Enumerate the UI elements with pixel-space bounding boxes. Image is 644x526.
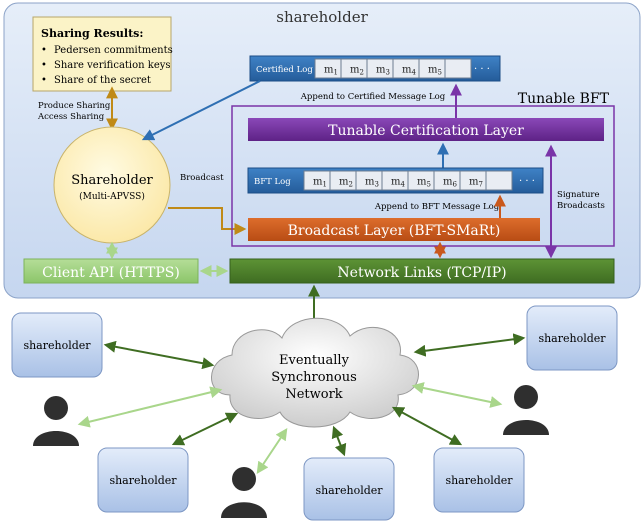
peer-shareholder [433, 447, 525, 513]
peer-shareholder [97, 447, 189, 513]
network-links-label: Network Links (TCP/IP) [337, 265, 506, 281]
certified-log-label: Certified Log [256, 65, 313, 75]
client-api [23, 258, 199, 284]
peer-link-arrow [171, 412, 239, 446]
bft-log-ellipsis: · · · [519, 176, 535, 187]
sharing-results-title: Sharing Results: [41, 27, 143, 40]
tunable-bft-title: Tunable BFT [518, 91, 610, 107]
broadcast-label: Broadcast [180, 173, 224, 183]
certified-log-cell-label: m3 [376, 65, 390, 77]
append-bft-label: Append to BFT Message Log [374, 202, 500, 212]
cloud-label-line2: Synchronous [271, 370, 357, 385]
peer-shareholder-label: shareholder [445, 474, 513, 487]
peer-link-arrow [103, 340, 215, 370]
shareholder-node-subtitle: (Multi-APVSS) [79, 191, 145, 202]
user-icon [503, 385, 549, 435]
access-sharing-label: Access Sharing [37, 112, 105, 122]
bft-log-cell-label: m3 [365, 177, 379, 189]
cloud-label-line1: Eventually [279, 353, 350, 368]
sharing-item: Share verification keys [54, 60, 171, 71]
bullet-icon: • [41, 75, 47, 86]
append-certified-label: Append to Certified Message Log [300, 92, 446, 102]
sharing-item: Share of the secret [54, 75, 151, 86]
network-cloud [211, 317, 419, 428]
peer-link-arrow [391, 406, 463, 446]
bft-log-empty-cell [485, 170, 513, 191]
bft-log-cell-label: m2 [339, 177, 353, 189]
certified-log-cell-label: m2 [350, 65, 364, 77]
user-icon [33, 396, 79, 446]
certification-layer-label: Tunable Certification Layer [328, 123, 524, 139]
peer-shareholder-label: shareholder [109, 474, 177, 487]
peer-link-arrow [413, 333, 526, 357]
peer-shareholder [526, 305, 618, 371]
certified-log-cell-label: m5 [428, 65, 442, 77]
bft-log-cell-label: m7 [469, 177, 483, 189]
certified-log-ellipsis: · · · [474, 64, 490, 75]
broadcast-layer [248, 218, 540, 241]
produce-sharing-label: Produce Sharing [38, 101, 111, 111]
certified-log-arrow [141, 80, 261, 141]
bft-log-cell-label: m4 [391, 177, 405, 189]
network-links [229, 258, 615, 284]
peer-shareholder-label: shareholder [23, 339, 91, 352]
bullet-icon: • [41, 45, 47, 56]
user-icon [221, 467, 267, 518]
user-link-arrow [256, 428, 288, 474]
sharing-item: Pedersen commitments [54, 45, 173, 56]
bft-log-cell-label: m6 [443, 177, 457, 189]
peer-shareholder [303, 457, 395, 521]
broadcast-layer-label: Broadcast Layer (BFT-SMaRt) [288, 223, 501, 239]
bft-log-cell-label: m5 [417, 177, 431, 189]
certified-log-cell-label: m1 [324, 65, 338, 77]
bullet-icon: • [41, 60, 47, 71]
tunable-bft-box [231, 105, 615, 247]
shareholder-node-title: Shareholder [71, 173, 153, 188]
container-title: shareholder [276, 8, 368, 26]
user-link-arrow [411, 382, 503, 408]
broadcasts-label: Broadcasts [557, 201, 605, 211]
peer-shareholder-label: shareholder [538, 332, 606, 345]
signature-label: Signature [557, 190, 600, 200]
broadcast-arrow [168, 207, 247, 235]
cloud-label-line3: Network [285, 387, 342, 402]
sharing-results-box [32, 16, 172, 92]
certified-log-cell-label: m4 [402, 65, 416, 77]
client-api-label: Client API (HTTPS) [42, 265, 180, 281]
peer-link-arrow [331, 425, 347, 457]
certification-layer [248, 118, 604, 141]
user-link-arrow [77, 386, 223, 428]
bft-log-label: BFT Log [254, 177, 291, 187]
certified-log-empty-cell [444, 58, 472, 79]
bft-log-cell-label: m1 [313, 177, 327, 189]
peer-shareholder [11, 312, 103, 378]
peer-shareholder-label: shareholder [315, 484, 383, 497]
